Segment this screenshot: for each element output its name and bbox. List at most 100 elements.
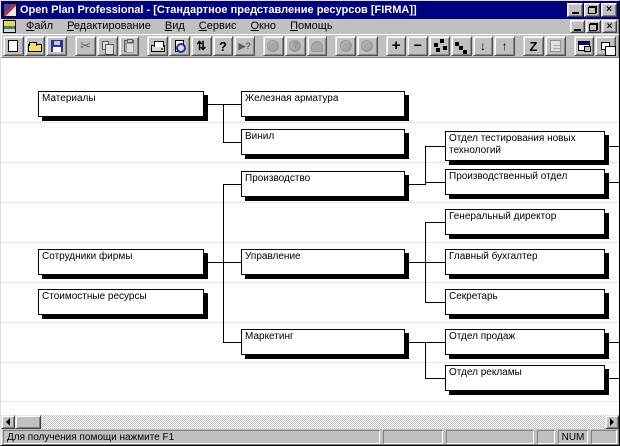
new-button[interactable] bbox=[3, 36, 24, 56]
zoom-z-icon bbox=[525, 38, 543, 54]
tree-node-general-director[interactable]: Генеральный директор bbox=[445, 209, 605, 235]
connector-line bbox=[605, 146, 619, 147]
context-help-icon bbox=[236, 38, 254, 54]
connector-line bbox=[425, 222, 445, 223]
tree-node-marketing[interactable]: Маркетинг bbox=[241, 329, 405, 355]
connector-line bbox=[425, 342, 426, 379]
help-button[interactable] bbox=[212, 36, 234, 56]
minimize-button[interactable] bbox=[567, 3, 583, 17]
print-preview-button[interactable] bbox=[169, 36, 190, 56]
connector-line bbox=[223, 142, 241, 143]
tree-node-test-dept[interactable]: Отдел тестирования новых технологий bbox=[445, 131, 605, 161]
zoom-button[interactable] bbox=[523, 36, 544, 56]
open-button[interactable] bbox=[24, 36, 46, 56]
child-close-button[interactable]: × bbox=[602, 20, 617, 33]
connector-line bbox=[223, 184, 241, 185]
plus-icon bbox=[387, 38, 405, 54]
tree-node-advertising-dept[interactable]: Отдел рекламы bbox=[445, 365, 605, 391]
link-button[interactable] bbox=[429, 36, 450, 56]
menu-item-help[interactable]: Помощь bbox=[290, 20, 333, 32]
scroll-right-button[interactable] bbox=[605, 415, 619, 429]
print-button[interactable] bbox=[147, 36, 169, 56]
tree-node-cost-resources[interactable]: Стоимостные ресурсы bbox=[38, 289, 204, 315]
scrollbar-thumb[interactable] bbox=[15, 415, 41, 429]
connector-line bbox=[204, 104, 223, 105]
row-guide-line bbox=[1, 122, 619, 123]
move-up-button[interactable] bbox=[494, 36, 516, 56]
steps-icon bbox=[452, 38, 470, 54]
tree-node-secretary[interactable]: Секретарь bbox=[445, 289, 605, 315]
arrow-up-icon bbox=[496, 38, 514, 54]
close-button[interactable]: × bbox=[601, 3, 617, 17]
menu-items: Файл Редактирование Вид Сервис Окно Помощь bbox=[19, 19, 340, 34]
status-pane-6 bbox=[591, 430, 617, 444]
move-down-button[interactable] bbox=[472, 36, 494, 56]
connector-line bbox=[425, 262, 445, 263]
horizontal-scrollbar[interactable] bbox=[1, 415, 619, 429]
outline-button[interactable] bbox=[450, 36, 472, 56]
minimize-icon bbox=[574, 28, 581, 31]
arrow-down-icon bbox=[474, 38, 492, 54]
app-icon[interactable] bbox=[3, 3, 17, 17]
resource-view-1-button bbox=[263, 36, 284, 56]
print-preview-icon bbox=[171, 38, 189, 54]
child-minimize-button[interactable] bbox=[570, 20, 585, 33]
menu-bar: Файл Редактирование Вид Сервис Окно Помощь × bbox=[1, 19, 619, 34]
exchange-button[interactable] bbox=[190, 36, 212, 56]
notes-page-icon bbox=[546, 38, 564, 54]
window-layout-1-button[interactable] bbox=[573, 36, 595, 56]
scatter-dots-icon bbox=[431, 38, 449, 54]
new-document-icon bbox=[4, 38, 22, 54]
window-layout-2-button[interactable] bbox=[595, 36, 617, 56]
delete-row-button[interactable] bbox=[407, 36, 429, 56]
connector-line bbox=[223, 262, 241, 263]
minimize-icon bbox=[571, 12, 579, 14]
tree-node-materials[interactable]: Материалы bbox=[38, 91, 204, 117]
circle-icon bbox=[264, 38, 282, 54]
cut-button bbox=[75, 36, 96, 56]
connector-line bbox=[605, 342, 619, 343]
row-guide-line bbox=[1, 362, 619, 363]
tree-node-sales-dept[interactable]: Отдел продаж bbox=[445, 329, 605, 355]
status-pane-4 bbox=[537, 430, 555, 444]
tree-node-chief-accountant[interactable]: Главный бухгалтер bbox=[445, 249, 605, 275]
tree-node-employees[interactable]: Сотрудники фирмы bbox=[38, 249, 204, 275]
exchange-arrows-icon bbox=[192, 38, 210, 54]
menu-item-edit[interactable]: Редактирование bbox=[67, 20, 151, 32]
child-restore-button[interactable] bbox=[586, 20, 601, 33]
row-guide-line bbox=[1, 401, 619, 402]
copy-pages-icon bbox=[98, 38, 116, 55]
tree-node-vinyl[interactable]: Винил bbox=[241, 129, 405, 155]
copy-button bbox=[96, 36, 118, 56]
resource-view-3-button bbox=[306, 36, 328, 56]
connector-line bbox=[425, 146, 445, 147]
tree-node-management[interactable]: Управление bbox=[241, 249, 405, 275]
menu-item-window[interactable]: Окно bbox=[250, 20, 277, 32]
connector-line bbox=[425, 378, 445, 379]
status-message: Для получения помощи нажмите F1 bbox=[3, 430, 380, 444]
toolbar bbox=[1, 34, 619, 57]
add-row-button[interactable] bbox=[385, 36, 407, 56]
close-icon: × bbox=[606, 20, 613, 32]
num-lock-indicator: NUM bbox=[558, 430, 588, 444]
menu-item-service[interactable]: Сервис bbox=[198, 20, 237, 32]
connector-line bbox=[425, 342, 445, 343]
connector-line bbox=[425, 222, 426, 303]
save-button[interactable] bbox=[46, 36, 68, 56]
document-system-icon[interactable] bbox=[3, 20, 16, 33]
tree-node-production-dept[interactable]: Производственный отдел bbox=[445, 169, 605, 195]
resource-view-5-button bbox=[357, 36, 378, 56]
tree-node-iron-fittings[interactable]: Железная арматура bbox=[241, 91, 405, 117]
context-help-button bbox=[234, 36, 256, 56]
tree-node-production[interactable]: Производство bbox=[241, 171, 405, 197]
menu-item-view[interactable]: Вид bbox=[164, 20, 185, 32]
window-title: Open Plan Professional - [Стандартное пр… bbox=[20, 4, 417, 16]
scroll-left-button[interactable] bbox=[1, 415, 15, 429]
menu-item-file[interactable]: Файл bbox=[26, 20, 54, 32]
restore-button[interactable] bbox=[584, 3, 600, 17]
close-icon: × bbox=[606, 4, 612, 15]
status-pane-2 bbox=[383, 430, 443, 444]
print-printer-icon bbox=[149, 38, 167, 54]
triangle-right-icon bbox=[610, 418, 614, 426]
